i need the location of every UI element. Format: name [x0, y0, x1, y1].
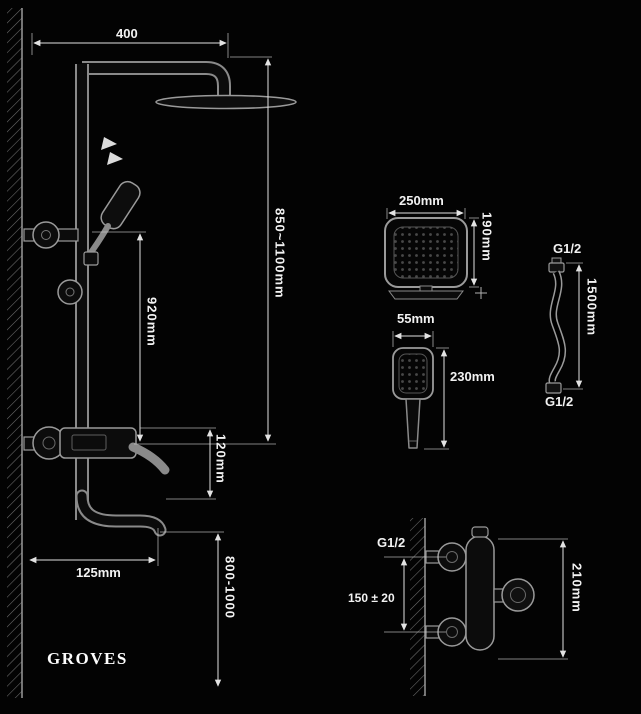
- valve-body: [465, 535, 495, 651]
- center-mark-icon: [475, 287, 487, 299]
- dim-hand-shower-width: 55mm: [397, 311, 435, 326]
- shower-column-drawing: [23, 61, 297, 537]
- hand-shower-docked: [83, 180, 141, 266]
- diverter-knob: [57, 279, 83, 305]
- dim-hose-length: 1500mm: [584, 278, 600, 337]
- dim-spout-length: 125mm: [76, 565, 121, 580]
- dim-mixer-to-spout: 120mm: [213, 434, 229, 484]
- hose-bottom-thread-label: G1/2: [545, 394, 574, 409]
- overhead-shower-side: [155, 94, 297, 110]
- height-adjust-arrow-icon: [101, 137, 123, 165]
- valve-thread-label: G1/2: [377, 535, 406, 550]
- brand-logo: GROVES: [47, 649, 128, 668]
- valve-knob: [501, 578, 535, 612]
- mixer-lever: [128, 442, 170, 475]
- dim-riser-height: 920mm: [144, 297, 160, 347]
- shower-hose-drawing: [545, 257, 583, 394]
- hose-top-thread-label: G1/2: [553, 241, 582, 256]
- dim-valve-inlet-spacing: 150 ± 20: [348, 591, 395, 605]
- mixer-valve-drawing: [384, 518, 568, 696]
- hand-shower-handle: [405, 398, 421, 449]
- dim-top-arm-width: 400: [116, 26, 138, 41]
- dim-overhead-width: 250mm: [399, 193, 444, 208]
- dim-valve-width: 210mm: [569, 563, 585, 613]
- overhead-shower-top-view: [384, 208, 487, 300]
- dim-installation-height: 800-1000: [222, 556, 238, 619]
- left-wall: [7, 8, 23, 698]
- dim-adjustable-height: 850~1100mm: [272, 208, 288, 299]
- hand-shower-detail: [392, 331, 449, 450]
- mixer-body-drawing: [23, 426, 170, 475]
- dim-hand-shower-length: 230mm: [450, 369, 495, 384]
- dimension-lines-left: [29, 33, 276, 687]
- overhead-shower-edge-view: [388, 290, 464, 300]
- dim-overhead-depth: 190mm: [479, 212, 495, 262]
